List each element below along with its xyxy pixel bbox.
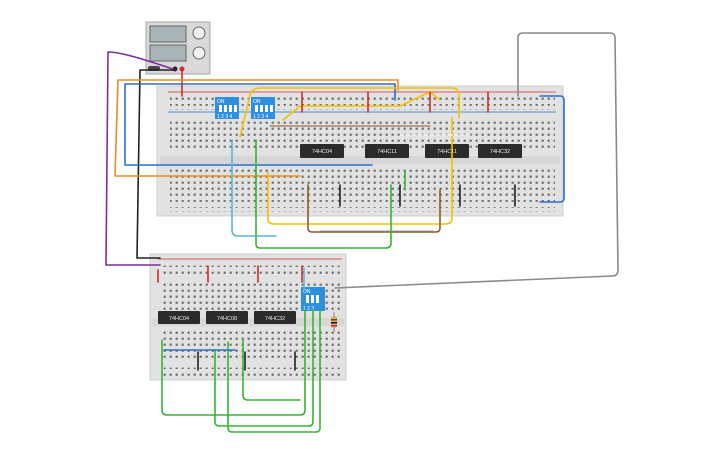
dip-on-label: ON [217, 99, 225, 105]
wire-light-blue[interactable] [231, 139, 277, 237]
dip-numbers: 1 2 3 4 [217, 114, 233, 120]
wire-blue[interactable] [124, 83, 396, 166]
wire-green-small-4[interactable] [242, 339, 301, 401]
chip-74hc32-small[interactable]: 74HC32 [254, 311, 296, 324]
chip-label: 74HC08 [217, 316, 237, 322]
dip-switch-small[interactable]: ON 1 2 3 [301, 287, 325, 312]
wire-green-small-3[interactable] [227, 309, 321, 433]
chip-label: 74HC04 [312, 149, 332, 155]
wire-black[interactable] [136, 69, 176, 259]
wire-yellow-2[interactable] [267, 117, 453, 225]
wire-green-small-1[interactable] [161, 309, 306, 416]
dip-switch-main-2[interactable]: ON 1 2 3 4 [251, 97, 275, 120]
chip-74hc04-small[interactable]: 74HC04 [158, 311, 200, 324]
chip-label: 74HC11 [377, 149, 397, 155]
dip-numbers: 1 2 3 4 [253, 114, 269, 120]
dip-switch-main-1[interactable]: ON 1 2 3 4 [215, 97, 239, 120]
dip-on-label: ON [253, 99, 261, 105]
chip-74hc11-main-b[interactable]: 74HC11 [425, 144, 469, 158]
chip-label: 74HC32 [265, 316, 285, 322]
wire-yellow-3[interactable] [282, 91, 441, 121]
chip-label: 74HC04 [169, 316, 189, 322]
wire-orange[interactable] [114, 79, 399, 177]
chip-label: 74HC11 [437, 149, 457, 155]
wire-green-main[interactable] [255, 139, 392, 249]
chip-74hc08-small[interactable]: 74HC08 [206, 311, 248, 324]
wire-yellow-1[interactable] [239, 87, 460, 138]
dip-on-label: ON [303, 289, 311, 295]
chip-label: 74HC32 [490, 149, 510, 155]
wire-purple[interactable] [105, 51, 177, 266]
wire-blue-right[interactable] [539, 95, 565, 203]
power-supply[interactable] [145, 21, 211, 75]
wire-gray[interactable] [334, 32, 619, 289]
dip-numbers: 1 2 3 [303, 306, 314, 312]
wire-green-small-2[interactable] [214, 309, 314, 427]
resistor[interactable] [331, 312, 337, 332]
chip-74hc04-main[interactable]: 74HC04 [300, 144, 344, 158]
chip-74hc32-main[interactable]: 74HC32 [478, 144, 522, 158]
wire-brown[interactable] [307, 184, 441, 233]
chip-74hc11-main-a[interactable]: 74HC11 [365, 144, 409, 158]
